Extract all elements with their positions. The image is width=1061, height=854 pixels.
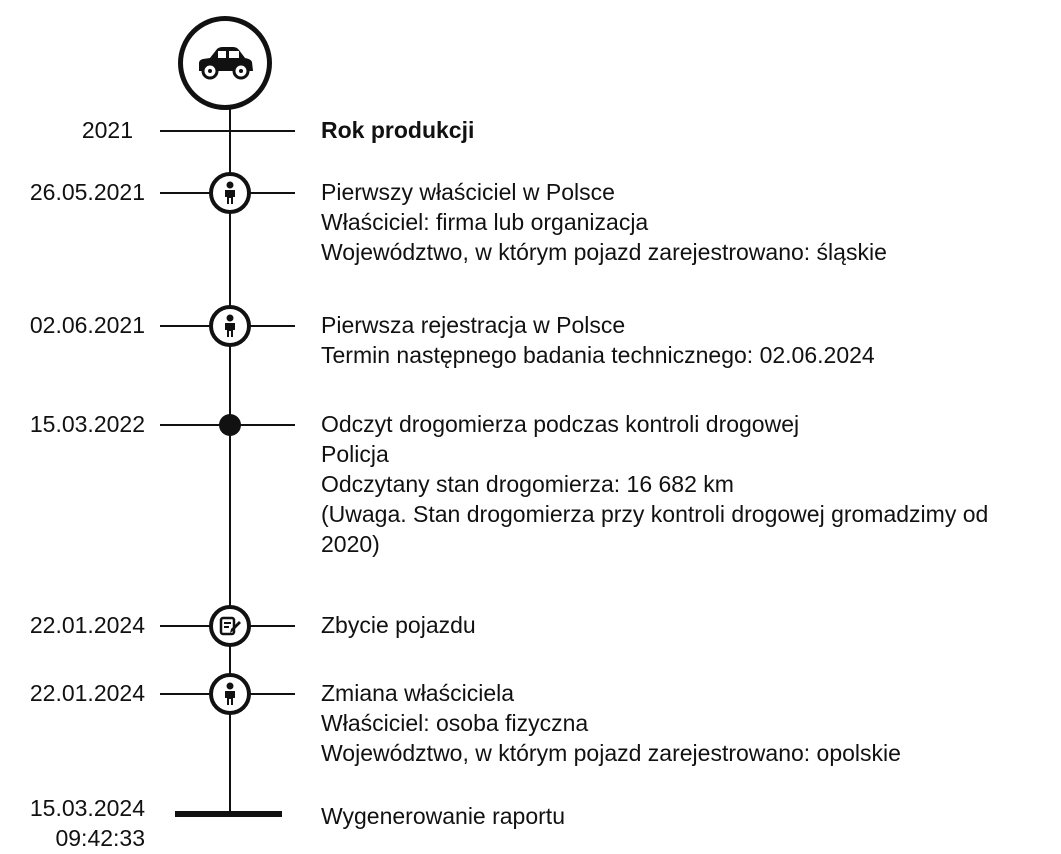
event-detail: Właściciel: osoba fizyczna bbox=[321, 710, 589, 736]
event-description: Zbycie pojazdu bbox=[321, 610, 1051, 640]
event-date: 26.05.2021 bbox=[29, 179, 145, 205]
car-icon bbox=[178, 16, 272, 110]
event-detail: Właściciel: firma lub organizacja bbox=[321, 209, 649, 235]
timeline-end-bar bbox=[175, 811, 282, 817]
event-date: 2021 bbox=[81, 117, 133, 143]
event-connector-right bbox=[250, 625, 295, 627]
event-connector bbox=[160, 130, 295, 132]
event-description: Rok produkcji bbox=[321, 115, 1051, 145]
event-connector-right bbox=[240, 424, 295, 426]
event-connector-left bbox=[160, 192, 210, 194]
event-description: Zmiana właściciela Właściciel: osoba fiz… bbox=[321, 678, 1051, 768]
event-connector-right bbox=[250, 192, 295, 194]
event-title: Odczyt drogomierza podczas kontroli drog… bbox=[321, 411, 800, 437]
event-date: 15.03.2024 bbox=[29, 795, 145, 821]
event-date: 02.06.2021 bbox=[29, 312, 145, 338]
event-description: Pierwsza rejestracja w Polsce Termin nas… bbox=[321, 310, 1051, 370]
event-detail: Termin następnego badania technicznego: … bbox=[321, 342, 875, 368]
timeline-axis bbox=[229, 90, 231, 815]
event-detail: Odczytany stan drogomierza: 16 682 km bbox=[321, 471, 734, 497]
event-detail: (Uwaga. Stan drogomierza przy kontroli d… bbox=[321, 501, 989, 557]
event-title: Pierwszy właściciel w Polsce bbox=[321, 179, 615, 205]
event-date: 22.01.2024 bbox=[29, 612, 145, 638]
car-icon-glyph bbox=[199, 47, 253, 80]
event-detail: Policja bbox=[321, 441, 389, 467]
event-date: 15.03.2022 bbox=[29, 411, 145, 437]
dot-marker bbox=[219, 414, 241, 436]
event-description: Wygenerowanie raportu bbox=[321, 801, 1051, 831]
event-title: Pierwsza rejestracja w Polsce bbox=[321, 312, 626, 338]
document-edit-icon bbox=[209, 605, 251, 647]
event-connector-right bbox=[250, 693, 295, 695]
person-icon bbox=[209, 673, 251, 715]
event-title: Wygenerowanie raportu bbox=[321, 803, 565, 829]
event-connector-left bbox=[160, 693, 210, 695]
event-title: Zbycie pojazdu bbox=[321, 612, 476, 638]
event-detail: Województwo, w którym pojazd zarejestrow… bbox=[321, 239, 887, 265]
event-description: Pierwszy właściciel w Polsce Właściciel:… bbox=[321, 177, 1051, 267]
event-time: 09:42:33 bbox=[55, 825, 145, 851]
person-icon bbox=[209, 305, 251, 347]
event-title: Rok produkcji bbox=[321, 117, 475, 143]
event-connector-left bbox=[160, 424, 220, 426]
person-icon bbox=[209, 172, 251, 214]
event-connector-right bbox=[250, 325, 295, 327]
event-connector-left bbox=[160, 625, 210, 627]
event-date: 22.01.2024 bbox=[29, 680, 145, 706]
event-detail: Województwo, w którym pojazd zarejestrow… bbox=[321, 740, 901, 766]
event-connector-left bbox=[160, 325, 210, 327]
event-description: Odczyt drogomierza podczas kontroli drog… bbox=[321, 409, 1051, 559]
event-title: Zmiana właściciela bbox=[321, 680, 515, 706]
